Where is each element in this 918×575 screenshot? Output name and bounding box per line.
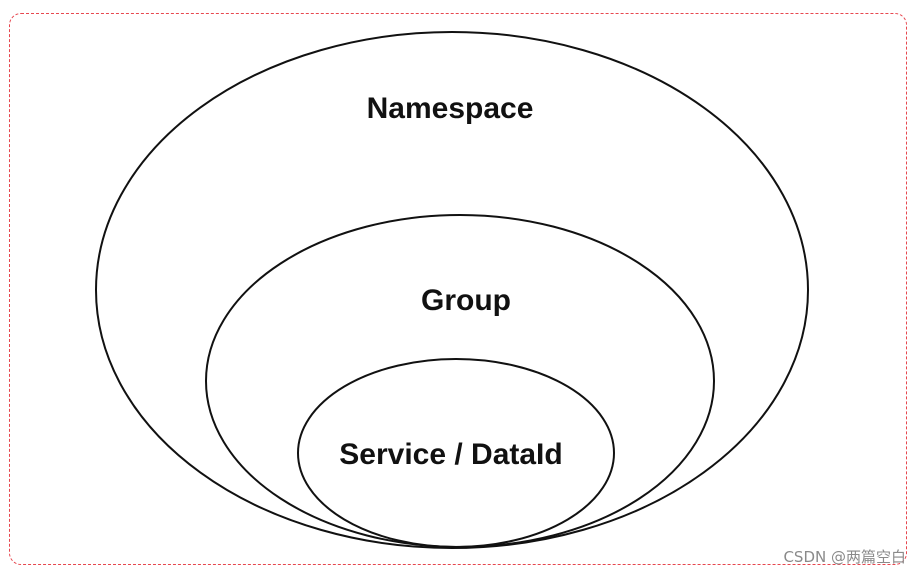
namespace-label: Namespace [367, 92, 534, 125]
watermark: CSDN @两篇空白 [783, 548, 906, 566]
diagram-frame [9, 13, 907, 565]
service-dataid-label: Service / DataId [339, 438, 562, 471]
namespace-ellipse [95, 31, 809, 549]
service-dataid-ellipse [297, 358, 615, 548]
group-ellipse [205, 214, 715, 548]
group-label: Group [421, 284, 511, 317]
